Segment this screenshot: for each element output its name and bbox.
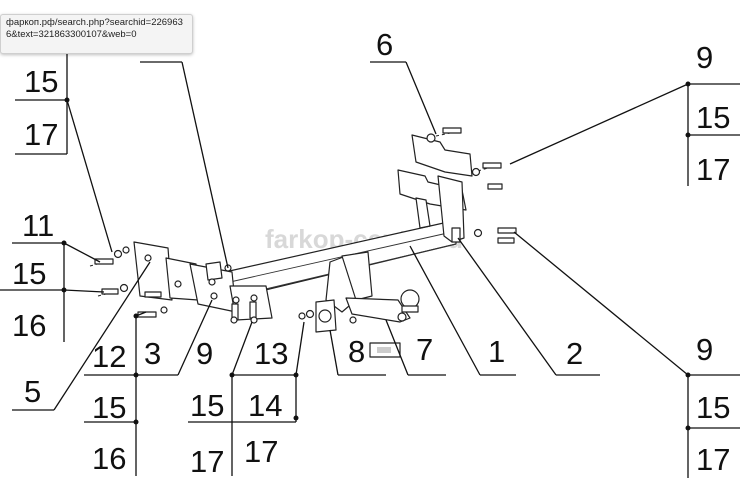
leader-lines	[0, 46, 740, 478]
callout-9-mid: 9	[196, 336, 213, 371]
hitch-arm	[341, 251, 373, 301]
right-bracket-upper	[411, 134, 473, 177]
tow-ball-base	[401, 305, 419, 313]
callout-8: 8	[348, 334, 365, 369]
callout-16-left: 16	[12, 308, 46, 343]
callout-15-bottom-right: 15	[696, 390, 730, 425]
callout-labels: 15 17 6 9 15 17 11 15 16 5 12 3 15 16 9 …	[12, 27, 730, 479]
left-bracket-tab	[205, 261, 223, 281]
right-bracket-tab	[451, 227, 461, 243]
callout-15-bottom-left: 15	[92, 390, 126, 425]
callout-13: 13	[254, 336, 288, 371]
callout-5: 5	[24, 374, 41, 409]
bolts-part-9-right	[473, 227, 517, 244]
callout-7: 7	[416, 332, 433, 367]
towbar-drawing	[89, 127, 517, 358]
callout-17-bottom-right: 17	[696, 442, 730, 477]
callout-17-bottom-mid: 17	[190, 444, 224, 479]
url-tooltip: фаркоп.рф/search.php?searchid=2269636&te…	[0, 14, 193, 54]
right-bracket-strut	[415, 197, 431, 229]
left-bracket-plate	[133, 241, 173, 301]
callout-14: 14	[248, 388, 282, 423]
callout-16-bottom-left: 16	[92, 441, 126, 476]
callout-11: 11	[22, 208, 54, 243]
callout-1: 1	[488, 334, 505, 369]
callout-12: 12	[92, 339, 126, 374]
callout-9-top: 9	[696, 40, 713, 75]
callout-15-top-left: 15	[24, 64, 58, 99]
callout-15-left: 15	[12, 256, 46, 291]
bolts-part-6	[426, 127, 506, 190]
callout-17-top-right: 17	[696, 152, 730, 187]
callout-15-bottom-mid: 15	[190, 388, 224, 423]
callout-17-bottom-mid-2: 17	[244, 434, 278, 469]
callout-3: 3	[144, 336, 161, 371]
callout-17-top-left: 17	[24, 117, 58, 152]
callout-2: 2	[566, 336, 583, 371]
tow-ball	[400, 289, 420, 309]
bolts-part-12	[137, 291, 168, 318]
callout-9-bottom: 9	[696, 332, 713, 367]
bolts-part-11	[89, 246, 130, 297]
bolts-part-13	[224, 264, 258, 324]
callout-15-top-right: 15	[696, 100, 730, 135]
callout-6: 6	[376, 27, 393, 62]
